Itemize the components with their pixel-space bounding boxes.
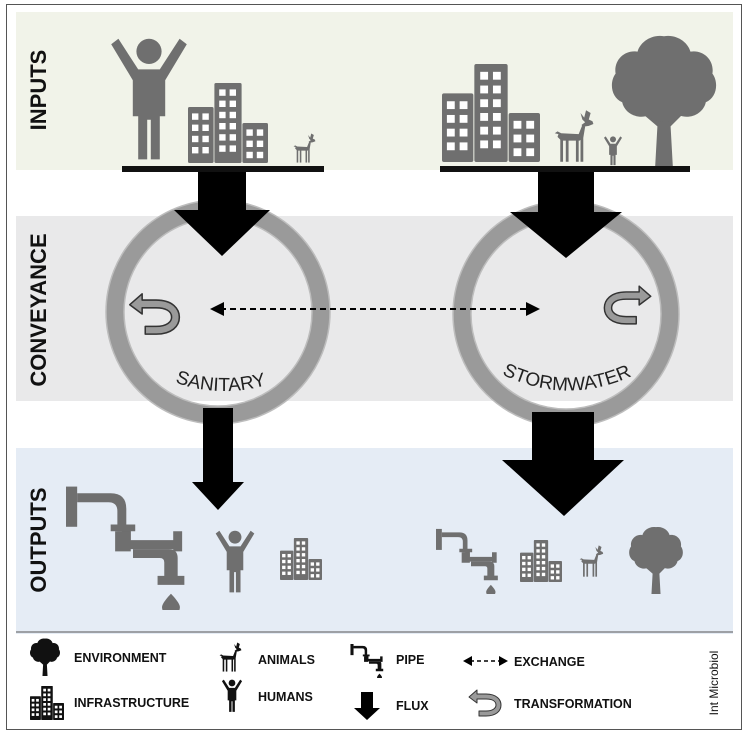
sanitary-output-flux-arrow bbox=[192, 408, 244, 510]
band-label-outputs: OUTPUTS bbox=[26, 487, 51, 592]
legend-pipe: PIPE bbox=[396, 653, 425, 667]
tree-icon bbox=[29, 638, 61, 676]
legend-exchange: EXCHANGE bbox=[514, 655, 585, 669]
legend-humans: HUMANS bbox=[258, 690, 313, 704]
transformation-icon bbox=[468, 689, 502, 717]
band-label-inputs: INPUTS bbox=[26, 50, 51, 131]
exchange-icon bbox=[463, 656, 508, 666]
stormwater-input-ground bbox=[440, 166, 690, 172]
human-icon bbox=[221, 679, 243, 712]
legend-infrastructure: INFRASTRUCTURE bbox=[74, 696, 189, 710]
building-icon bbox=[30, 686, 64, 720]
stormwater-input-flux-arrow bbox=[510, 172, 622, 258]
flux-icon bbox=[354, 692, 380, 720]
stormwater-output-flux-arrow bbox=[502, 412, 624, 516]
deer-icon bbox=[219, 642, 242, 672]
legend: ENVIRONMENT ANIMALS PIPE EXCHANGE INFRAS… bbox=[16, 631, 733, 720]
band-label-conveyance: CONVEYANCE bbox=[26, 233, 51, 386]
exchange-arrow bbox=[210, 302, 540, 316]
legend-transformation: TRANSFORMATION bbox=[514, 697, 632, 711]
legend-environment: ENVIRONMENT bbox=[74, 651, 167, 665]
sanitary-input-flux-arrow bbox=[174, 172, 270, 256]
journal-credit: Int Microbiol bbox=[707, 651, 721, 716]
sanitary-input-ground bbox=[122, 166, 324, 172]
pipe-icon bbox=[350, 644, 384, 678]
legend-flux: FLUX bbox=[396, 699, 429, 713]
legend-animals: ANIMALS bbox=[258, 653, 315, 667]
